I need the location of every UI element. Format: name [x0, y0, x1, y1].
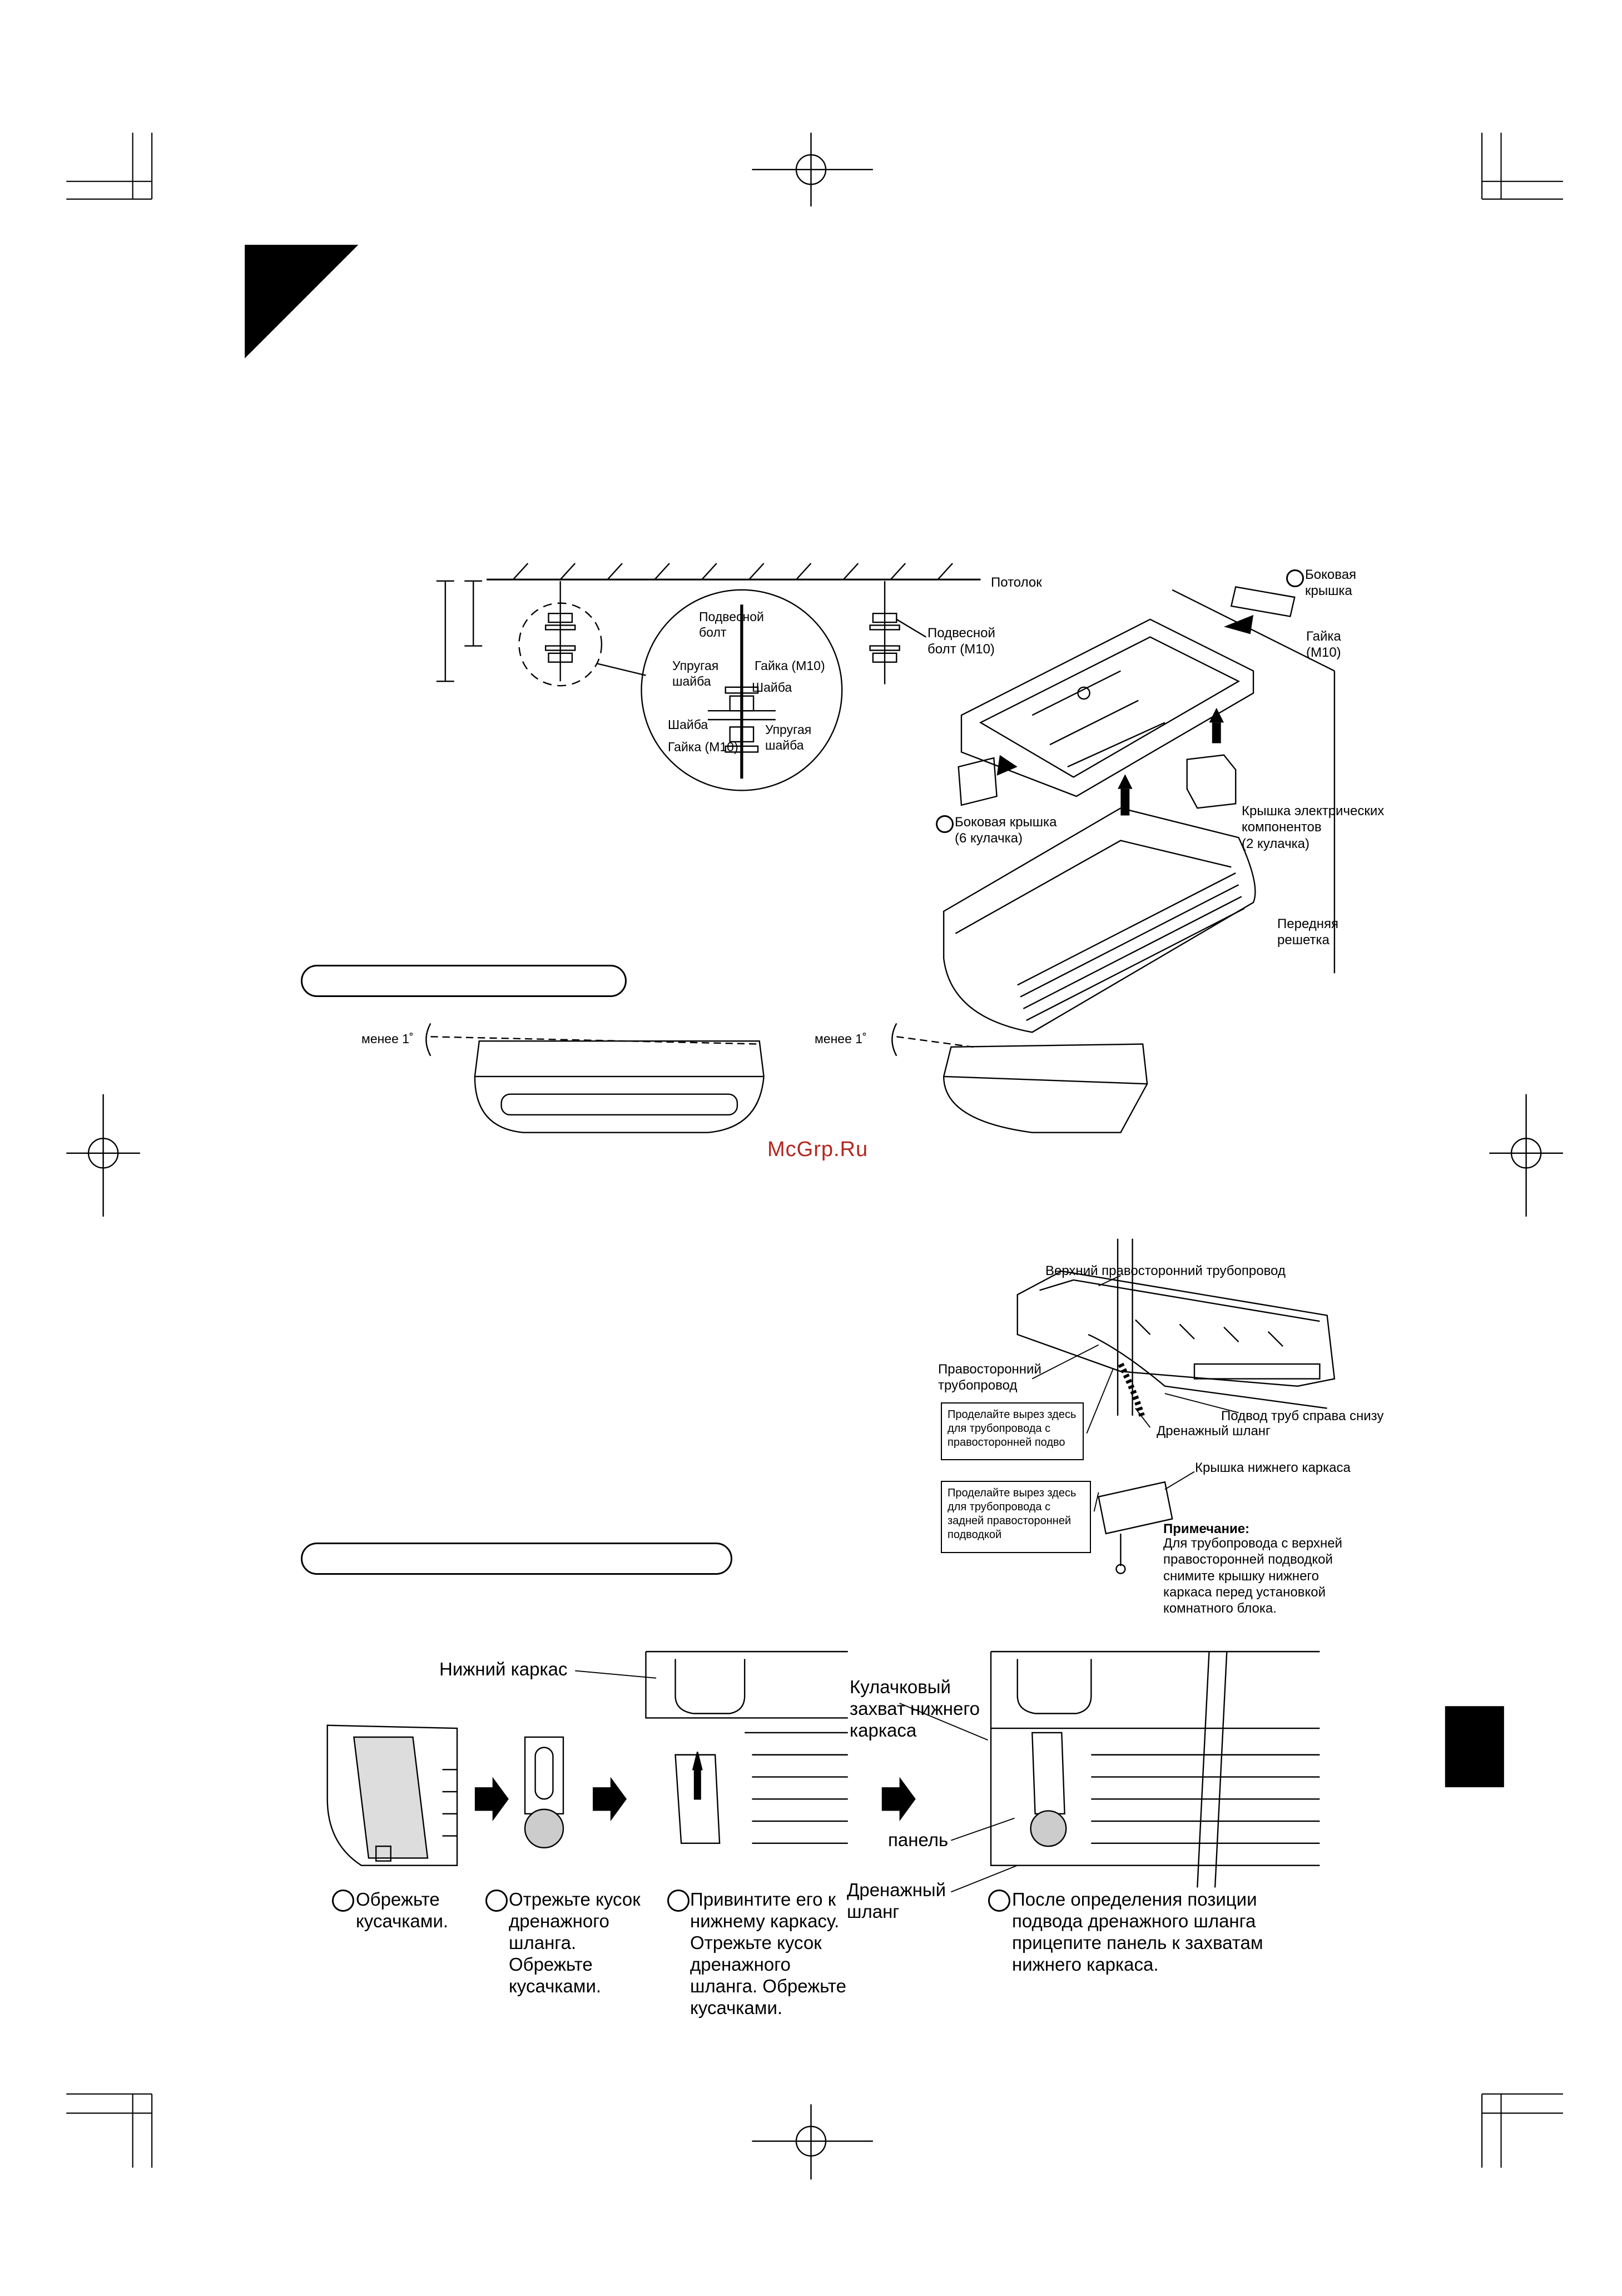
step-4-text: После определения позиции подвода дренаж… [1012, 1889, 1263, 1975]
note-title: Примечание: [1163, 1521, 1250, 1536]
side-cover-bottom-label: Боковая крышка (6 кулачка) [955, 815, 1057, 846]
step-3-circle [667, 1890, 690, 1912]
step-4-circle [988, 1890, 1010, 1912]
electrical-cover-label: Крышка электрических компонентов (2 кула… [1242, 804, 1385, 851]
registration-mark-right [1489, 1094, 1563, 1217]
electrical-cover [1186, 754, 1237, 809]
section-heading-pill-2 [301, 1543, 732, 1575]
step-circle [1286, 569, 1304, 587]
side-cover-bottom [958, 757, 998, 806]
step-circle [936, 815, 954, 833]
watermark: McGrp.Ru [767, 1138, 869, 1161]
front-grille [943, 807, 1256, 1033]
cut-here-right-note: Проделайте вырез здесь для трубопровода … [941, 1402, 1084, 1460]
step-1-circle [332, 1890, 354, 1912]
detail-washer-upper-label: Шайба [752, 680, 792, 695]
lower-frame-cover-part [1098, 1481, 1173, 1574]
level-right-label: менее 1˚ [815, 1032, 867, 1046]
front-grille-label: Передняя решетка [1277, 916, 1339, 948]
crop-marks [66, 132, 1563, 2168]
detail-spring-washer-lower-label: Упругая шайба [765, 722, 812, 753]
step-2-circle [485, 1890, 508, 1912]
nut-label: Гайка (M10) [1306, 629, 1341, 661]
detail-washer-lower-label: Шайба [668, 717, 708, 732]
side-cover-top-label: Боковая крышка [1305, 567, 1357, 599]
registration-mark-top [752, 132, 873, 207]
hanging-bolt-right-label: Подвесной болт (M10) [927, 626, 995, 657]
panel-label: панель [888, 1829, 949, 1850]
drain-step4 [990, 1650, 1320, 1888]
ceiling-wall-outline [1172, 589, 1336, 974]
leader-lines [575, 1275, 1239, 1893]
arrows [996, 614, 1254, 816]
detail-nut-upper-label: Гайка (M10) [755, 658, 825, 673]
lower-frame-hook-label: Кулачковый захват нижнего каркаса [850, 1677, 980, 1740]
registration-mark-left [66, 1094, 140, 1217]
drain-step3 [645, 1650, 848, 1844]
lower-frame-label: Нижний каркас [439, 1659, 568, 1679]
step-1-text: Обрежьте кусачками. [356, 1889, 449, 1931]
drain-hose-label-piping: Дренажный шланг [1157, 1424, 1271, 1439]
unit-casing [960, 618, 1254, 797]
hanging-bolt-right [869, 581, 926, 685]
flow-arrows [474, 1777, 916, 1822]
drain-hose-label: Дренажный шланг [847, 1880, 946, 1922]
right-piping-label: Правосторонний трубопровод [938, 1362, 1041, 1394]
bolt-detail-circle [641, 589, 843, 791]
upper-right-piping-label: Верхний правосторонний трубопровод [1045, 1263, 1286, 1278]
section-heading-pill-1 [301, 965, 627, 997]
cut-here-rear-note: Проделайте вырез здесь для трубопровода … [941, 1481, 1091, 1553]
section-corner-marker [245, 245, 359, 359]
ceiling-label: Потолок [991, 575, 1042, 590]
lower-frame-cover-label: Крышка нижнего каркаса [1195, 1460, 1351, 1475]
drain-step1 [326, 1724, 458, 1866]
detail-nut-lower-label: Гайка (M10) [668, 740, 738, 754]
registration-mark-bottom [752, 2104, 873, 2180]
side-tab [1445, 1706, 1504, 1788]
detail-spring-washer-upper-label: Упругая шайба [672, 658, 719, 689]
step-3-text: Привинтите его к нижнему каркасу. Отрежь… [690, 1889, 846, 2018]
drain-step2 [524, 1736, 564, 1849]
level-figure [425, 1023, 1148, 1133]
dimension-arrows [436, 580, 483, 682]
bottom-right-piping-label: Подвод труб справа снизу [1221, 1409, 1384, 1424]
ceiling-line [487, 563, 981, 581]
hanging-bolt-left [518, 581, 646, 687]
piping-unit [1016, 1238, 1336, 1420]
note-text: Для трубопровода с верхней правосторонне… [1163, 1536, 1342, 1616]
step-2-text: Отрежьте кусок дренажного шланга. Обрежь… [509, 1889, 641, 1996]
level-left-label: менее 1˚ [361, 1032, 414, 1046]
side-cover-top [1230, 586, 1296, 617]
detail-hanging-bolt-label: Подвесной болт [699, 609, 764, 640]
